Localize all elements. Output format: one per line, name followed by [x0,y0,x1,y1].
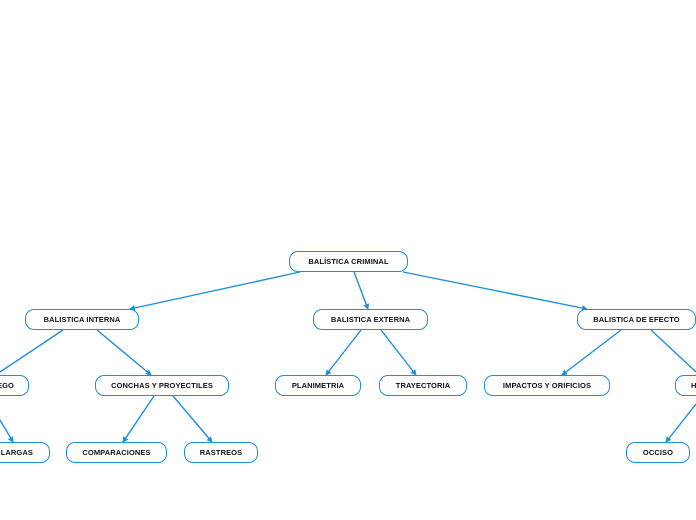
edge-externa-trayectoria [380,329,417,376]
edge-root-interna [129,271,301,311]
node-heridas[interactable]: H [675,375,696,396]
root-node-balistica-criminal[interactable]: BALÍSTICA CRIMINAL [289,251,408,272]
node-impactos-y-orificios[interactable]: IMPACTOS Y ORIFICIOS [484,375,610,396]
node-armas-largas[interactable]: LARGAS [0,442,50,463]
edge-conchas-rastreos [172,395,213,443]
node-occiso[interactable]: OCCISO [626,442,690,463]
edge-externa-planimetria [325,329,362,376]
node-balistica-de-efecto[interactable]: BALISTICA DE EFECTO [577,309,696,330]
edge-efecto-impactos [561,329,622,376]
node-armas-de-fuego[interactable]: EGO [0,375,29,396]
node-balistica-externa[interactable]: BALISTICA EXTERNA [313,309,428,330]
edge-interna-fuego [0,329,64,373]
node-trayectoria[interactable]: TRAYECTORIA [379,375,467,396]
edge-heridas-occiso [665,403,696,443]
edge-conchas-comparaciones [122,395,155,443]
edge-fuego-largas [0,419,14,443]
edge-efecto-heridas [650,329,696,373]
node-planimetria[interactable]: PLANIMETRIA [275,375,361,396]
node-conchas-y-proyectiles[interactable]: CONCHAS Y PROYECTILES [95,375,229,396]
node-rastreos[interactable]: RASTREOS [184,442,258,463]
node-comparaciones[interactable]: COMPARACIONES [66,442,167,463]
edge-root-externa [353,271,370,310]
edge-root-efecto [402,271,588,311]
node-balistica-interna[interactable]: BALISTICA INTERNA [25,309,139,330]
edge-interna-conchas [96,329,152,376]
